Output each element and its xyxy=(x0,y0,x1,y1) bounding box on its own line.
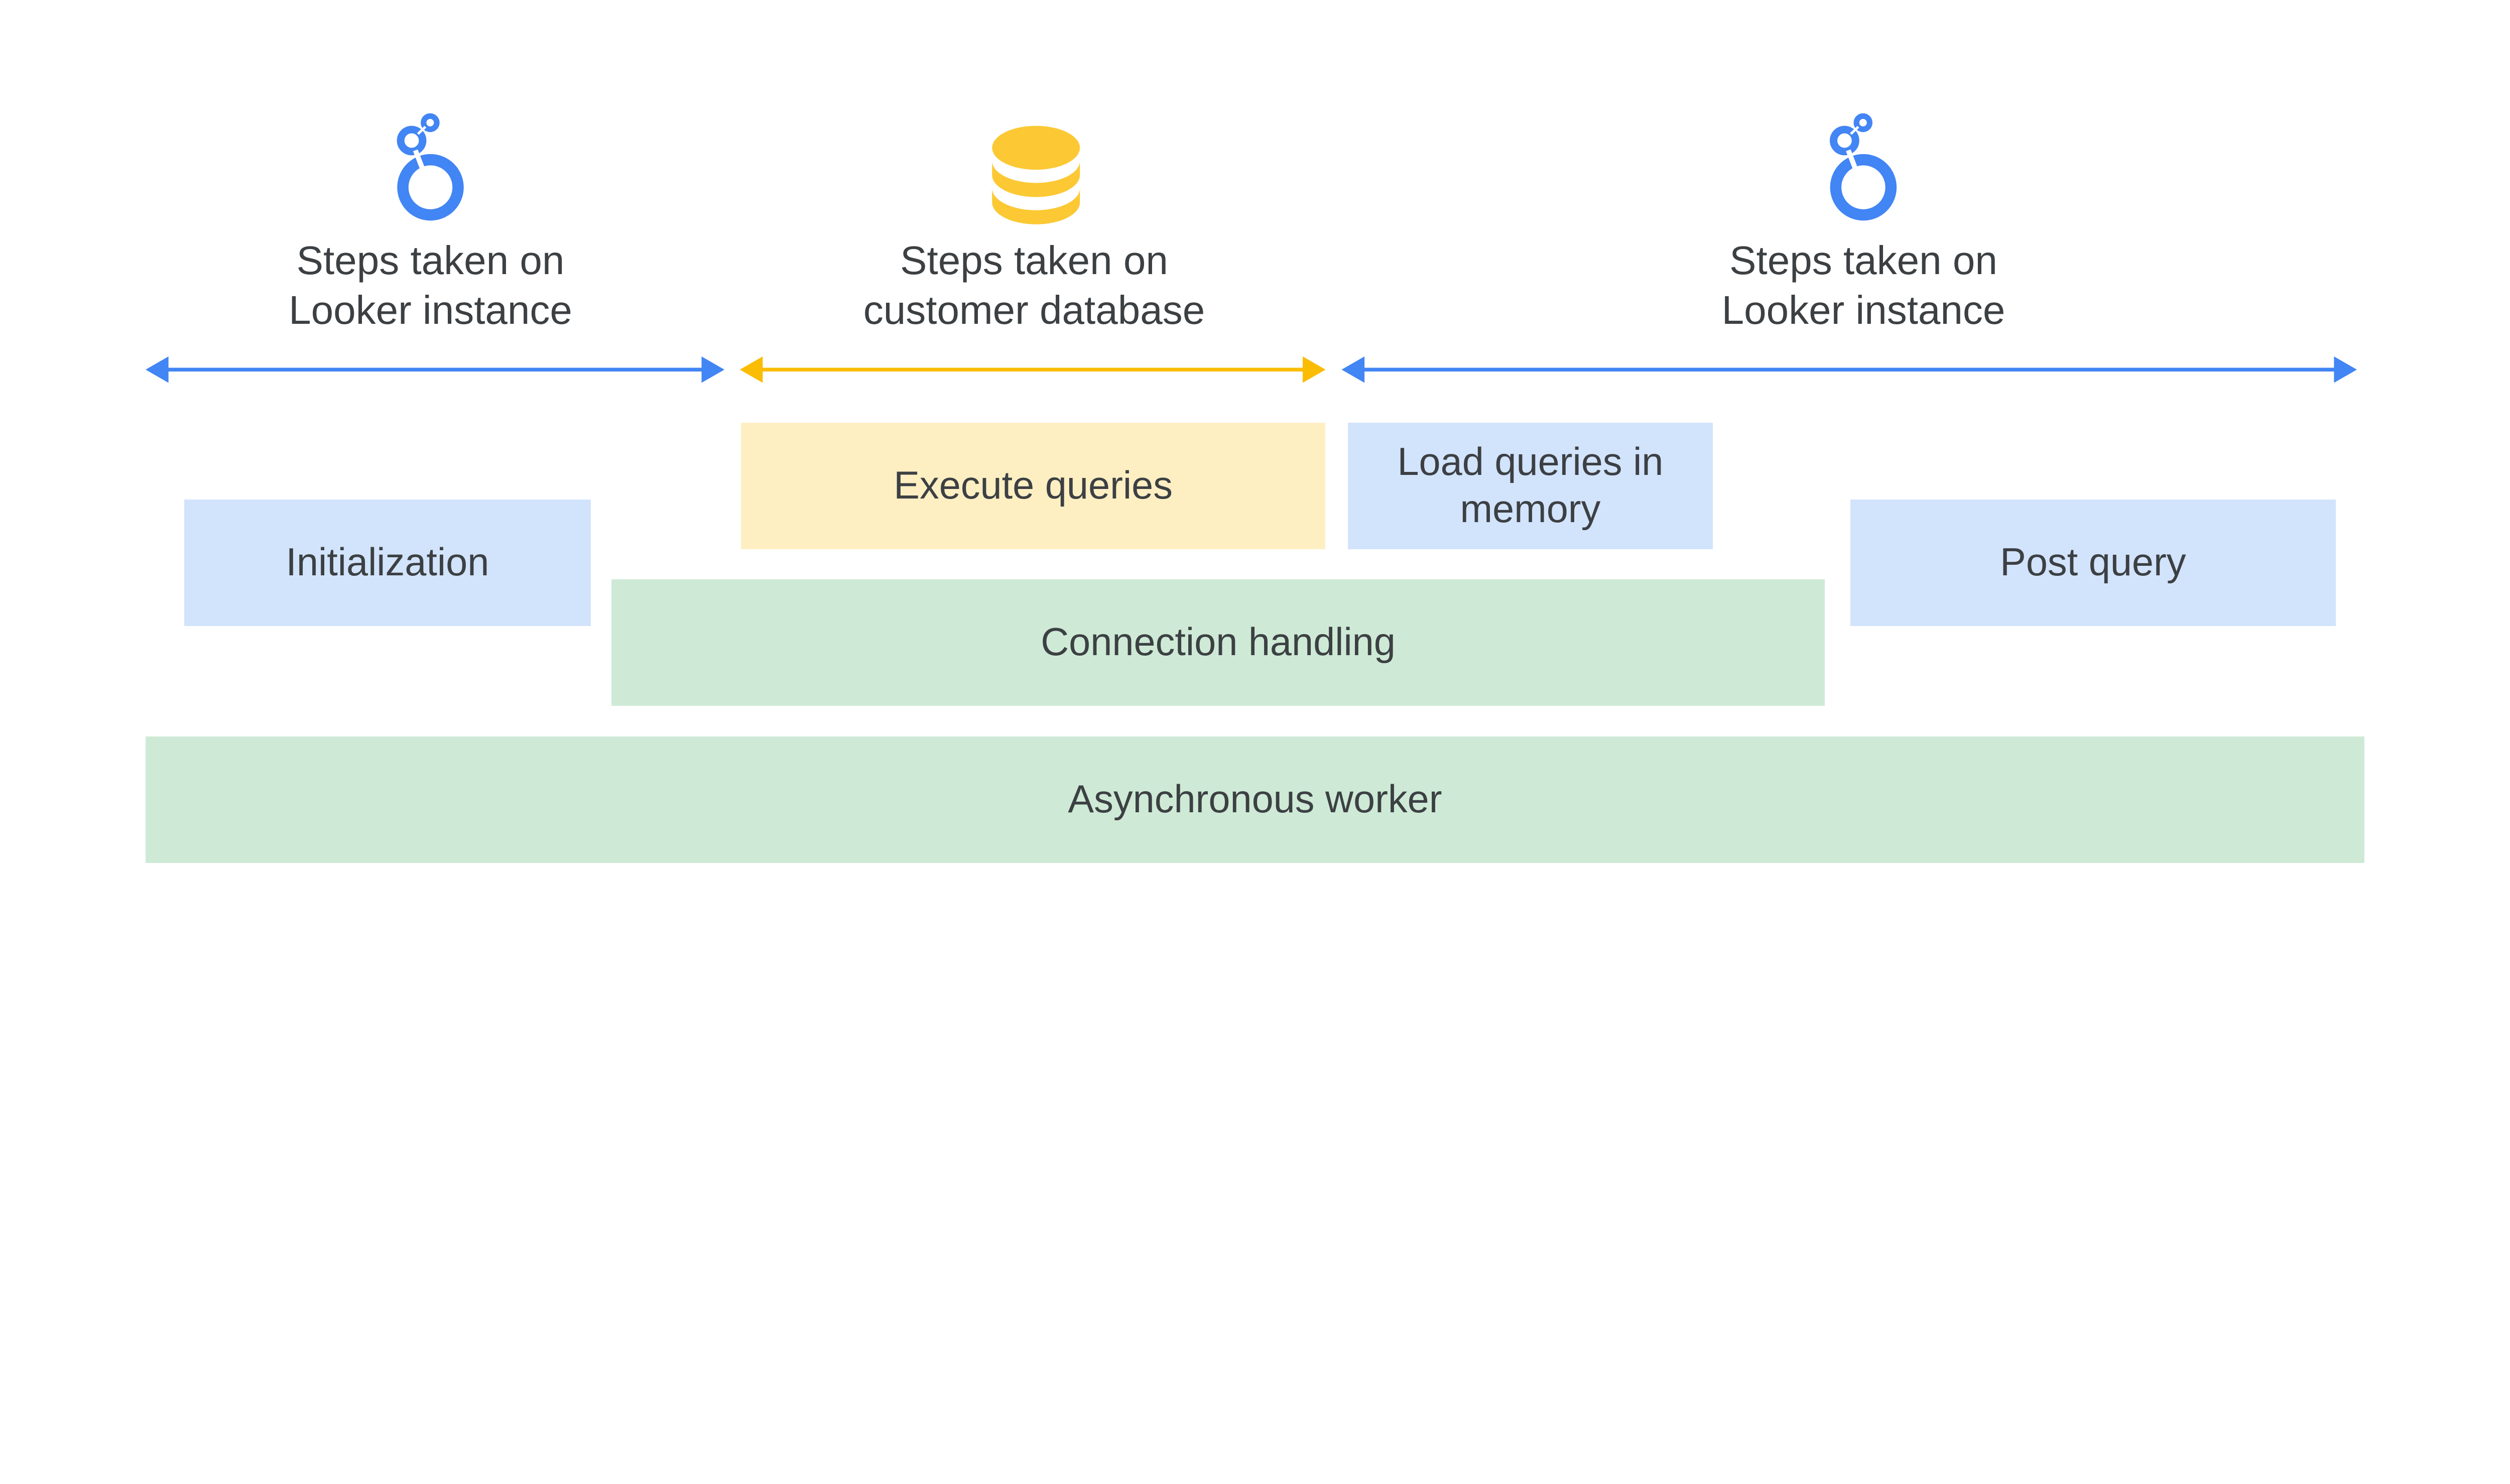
section-label-line2: customer database xyxy=(863,287,1205,332)
section-label-line2: Looker instance xyxy=(1721,287,2005,332)
looker-instance-arrow-right xyxy=(1341,356,2357,383)
asynchronous-worker-label: Asynchronous worker xyxy=(1068,777,1442,821)
execute-queries-box: Execute queries xyxy=(741,422,1325,549)
initialization-box: Initialization xyxy=(184,500,591,626)
database-icon xyxy=(992,126,1080,224)
looker-logo-icon xyxy=(1834,116,1891,215)
section-label-line2: Looker instance xyxy=(289,287,572,332)
connection-handling-label: Connection handling xyxy=(1041,621,1396,664)
customer-database-arrow xyxy=(739,356,1326,383)
section-label-looker-instance-1: Steps taken on Looker instance xyxy=(211,236,650,335)
section-label-customer-database: Steps taken on customer database xyxy=(815,236,1254,335)
diagram-graphics xyxy=(146,0,2357,383)
looker-instance-arrow-left xyxy=(146,356,725,383)
section-label-line1: Steps taken on xyxy=(296,238,565,283)
looker-logo-icon xyxy=(401,116,458,215)
section-label-looker-instance-2: Steps taken on Looker instance xyxy=(1644,236,2083,335)
execute-queries-label: Execute queries xyxy=(894,463,1173,507)
asynchronous-worker-box: Asynchronous worker xyxy=(146,736,2364,863)
post-query-box: Post query xyxy=(1850,500,2336,626)
diagram: Steps taken on Looker instance Steps tak… xyxy=(146,0,2364,863)
load-queries-box: Load queries in memory xyxy=(1348,422,1713,549)
load-queries-label: Load queries in memory xyxy=(1397,440,1664,531)
section-label-line1: Steps taken on xyxy=(900,238,1168,283)
section-label-line1: Steps taken on xyxy=(1729,238,1997,283)
post-query-label: Post query xyxy=(2000,541,2186,584)
initialization-label: Initialization xyxy=(286,541,489,584)
connection-handling-box: Connection handling xyxy=(611,579,1825,706)
